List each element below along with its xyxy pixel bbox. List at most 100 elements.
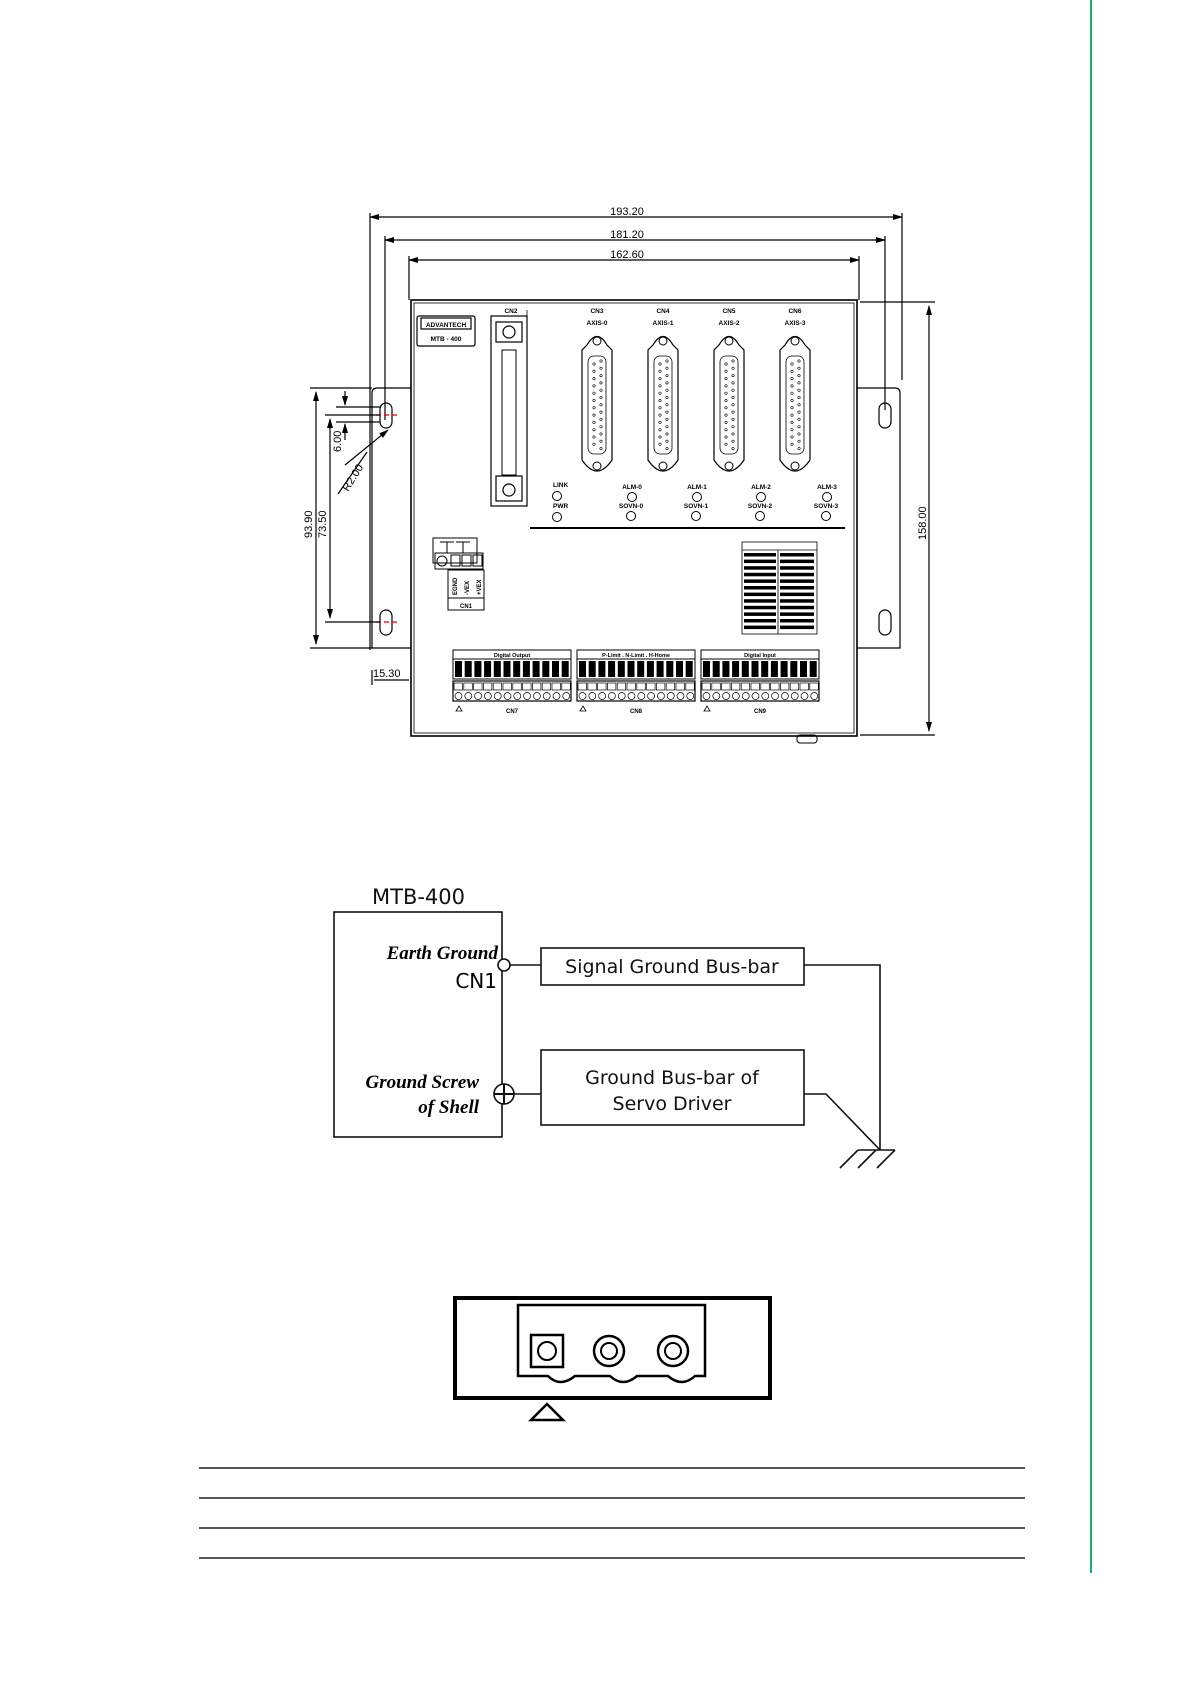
cn1-label: CN1 [455,969,497,993]
dsub-cn-label: CN5 [722,308,735,315]
terminal-pin-label [493,661,501,677]
dsub-cn-label: CN3 [590,308,603,315]
terminal-pin-label [809,661,817,677]
terminal-pin-label [770,661,778,677]
table-cell [780,599,814,603]
terminal-cn-label: CN8 [630,709,643,715]
led-alm [627,492,637,502]
table-cell [780,625,814,630]
led-label-alm: ALM-3 [817,484,837,491]
terminal-pin-label [598,661,606,677]
table-cell [780,586,814,590]
cn1-pin-vex-pos: +VEX [477,579,483,595]
connector-housing [453,1296,772,1400]
led-alm [756,492,766,502]
led-label-sovn: SOVN-2 [748,503,773,510]
pin-3 [656,1334,690,1368]
dim-bracket-offset: 15.30 [373,668,401,680]
dim-bracket-height: 93.90 [303,510,315,538]
table-cell [780,566,814,570]
servo-ground-busbar-box [540,1049,805,1126]
dim-body-width: 162.60 [610,249,644,261]
table-cell [780,605,814,610]
led-label-alm: ALM-1 [687,484,707,491]
table-cell [744,599,776,603]
terminal-pin-label [703,661,710,677]
terminal-pin-label [532,661,540,677]
terminal-block [452,680,572,702]
terminal-pin-label [627,661,635,677]
dsub-axis-label: AXIS-1 [653,320,674,327]
servo-busbar-label-1: Ground Bus-bar of [585,1067,760,1089]
table-cell [744,619,776,623]
table-cell [744,572,776,577]
terminal-group-title: Digital Output [494,653,531,659]
table-cell [780,572,814,577]
terminal-pin-label [542,661,550,677]
right-mounting-bracket [857,387,901,649]
dim-overall-width: 193.20 [610,206,644,218]
terminal-pin-label [503,661,511,677]
dsub-axis-label: AXIS-3 [785,320,806,327]
ground-wiring-diagram: MTB-400 Earth Ground CN1 Ground Screw of… [333,885,896,1169]
terminal-pin-label [732,661,740,677]
terminal-pin-label [464,661,472,677]
right-slot-bottom [878,609,892,636]
right-slot-top [878,402,892,429]
diagram-title: MTB-400 [372,885,465,909]
pin-1-indicator-triangle [527,1402,567,1422]
bottom-port [796,734,818,744]
led-alm [822,492,832,502]
terminal-pin-label [676,661,683,677]
terminal-cn-label: CN7 [506,709,519,715]
led-link [552,491,562,501]
led-label-sovn: SOVN-0 [619,503,644,510]
cn1-pin-vex-neg: -VEX [465,581,471,595]
pin-2 [592,1334,626,1368]
terminal-pin-label [455,661,462,677]
earth-ground-label: Earth Ground [386,943,499,964]
dsub-connector [647,335,679,472]
ground-screw-label-1: Ground Screw [366,1072,480,1093]
dim-slot-radius: R2.00 [340,462,366,493]
table-cell [744,625,776,630]
led-label-link: LINK [553,482,568,489]
terminal-block [700,680,820,702]
led-label-alm: ALM-0 [622,484,642,491]
terminal-pin-label [561,661,569,677]
terminal-cn-label: CN9 [754,709,767,715]
dsub-connector [779,335,811,472]
terminal-pin-label [741,661,749,677]
table-rule [199,1527,1025,1529]
page-edge-accent-rule [1090,0,1092,1573]
cn1-pin-egnd: EGND [453,577,459,595]
cn1-drawing-label: CN1 [460,604,473,610]
table-cell [780,553,814,557]
dsub-cn-label: CN6 [788,308,801,315]
mechanical-dimension-drawing: 193.20 181.20 162.60 93.90 73.50 6.00 R2… [303,206,935,744]
earth-ground-icon [839,1149,896,1169]
table-cell [780,592,814,597]
table-rule [199,1467,1025,1469]
terminal-pin-label [800,661,807,677]
cn1-connector-figure [453,1296,772,1422]
table-cell [744,566,776,570]
terminal-pin-label [685,661,693,677]
dsub-cn-label: CN4 [656,308,669,315]
terminal-pin-label [474,661,482,677]
led-pwr [552,512,562,522]
table-cell [780,579,814,583]
logo-plate [416,315,476,347]
led-label-sovn: SOVN-3 [814,503,839,510]
terminal-pin-label [522,661,530,677]
terminal-pin-label [484,661,492,677]
model-label: MTB - 400 [431,336,462,343]
device-body-outline [410,299,858,737]
table-rule [199,1557,1025,1559]
signal-busbar-label: Signal Ground Bus-bar [565,956,779,978]
dsub-axis-label: AXIS-0 [587,320,608,327]
dim-hole-spacing: 73.50 [317,510,329,538]
terminal-pin-label [588,661,596,677]
table-cell [744,592,776,597]
terminal-group-title: Digital Input [744,653,776,659]
